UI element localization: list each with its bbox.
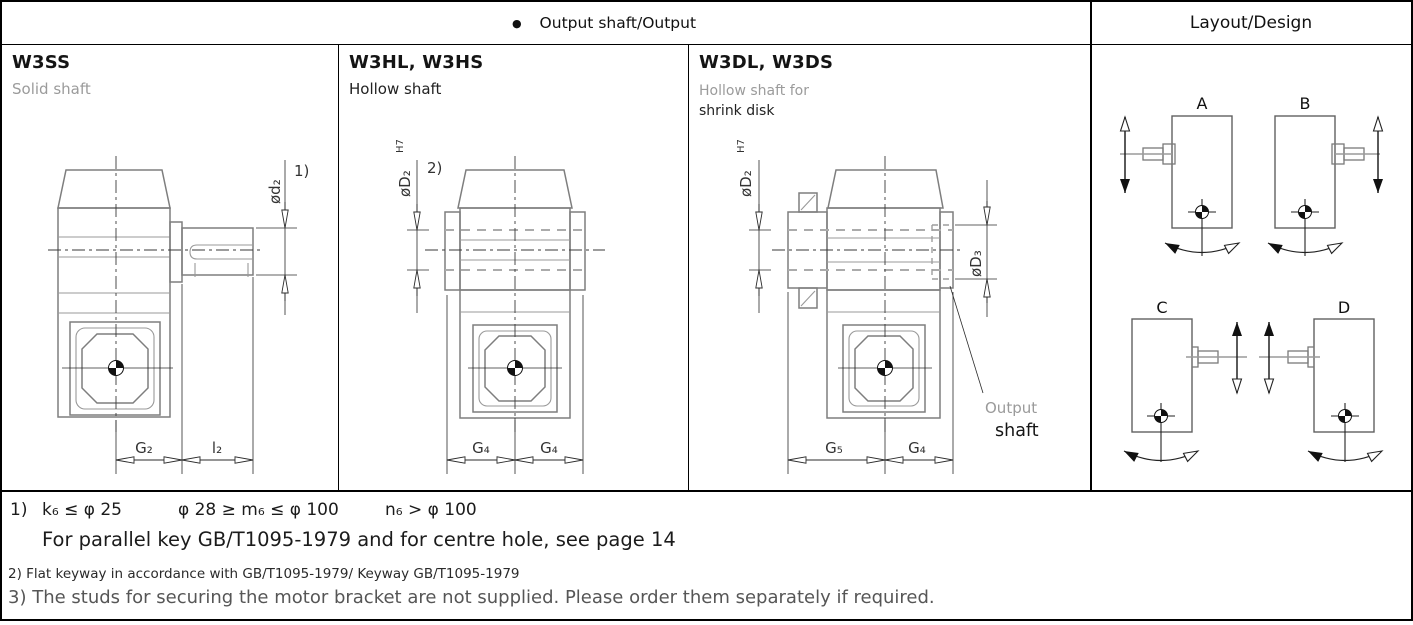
dim-label-D2: øD₂ bbox=[737, 170, 755, 197]
center-mark bbox=[877, 360, 893, 376]
bullet-icon: ● bbox=[511, 16, 522, 30]
fit-label-H7: H7 bbox=[395, 140, 406, 153]
border-right bbox=[1411, 0, 1413, 621]
dimension-lines bbox=[407, 160, 584, 474]
border-left bbox=[0, 0, 2, 621]
dim-label-D3: øD₃ bbox=[967, 250, 985, 277]
note2-text: 2) Flat keyway in accordance with GB/T10… bbox=[8, 566, 520, 582]
layout-b: B bbox=[1267, 94, 1384, 256]
dim-label-d2: ød₂ bbox=[266, 179, 284, 204]
border-main-bottom bbox=[0, 490, 1413, 492]
callout-shaft: shaft bbox=[995, 421, 1039, 441]
note1-expr2: φ 28 ≥ m₆ ≤ φ 100 bbox=[178, 500, 339, 520]
divider-col2-col3 bbox=[688, 45, 689, 490]
gearbox-body bbox=[57, 169, 171, 418]
center-mark bbox=[507, 360, 523, 376]
center-mark bbox=[108, 360, 124, 376]
header-output-title: Output shaft/Output bbox=[539, 14, 697, 32]
centerlines bbox=[772, 156, 962, 432]
gearbox-body bbox=[787, 169, 954, 419]
layout-design-panel: A B C bbox=[1119, 94, 1384, 463]
layout-d-label: D bbox=[1338, 298, 1350, 317]
divider-col1-col2 bbox=[338, 45, 339, 490]
centerlines bbox=[48, 156, 262, 432]
dim-label-g2: G₂ bbox=[135, 439, 153, 457]
header-layout-cell: Layout/Design bbox=[1090, 2, 1412, 44]
header-output-cell: ● Output shaft/Output bbox=[0, 2, 1090, 44]
note1-text: For parallel key GB/T1095-1979 and for c… bbox=[42, 528, 676, 551]
layout-a-label: A bbox=[1197, 94, 1208, 113]
subtitle-w3dl-1: Hollow shaft for bbox=[699, 83, 809, 99]
layout-c: C bbox=[1123, 298, 1247, 463]
dimension-lines bbox=[115, 160, 297, 474]
layout-b-label: B bbox=[1300, 94, 1311, 113]
dim-label-g4: G₄ bbox=[908, 439, 926, 457]
dim-label-g4-right: G₄ bbox=[540, 439, 558, 457]
hollow-bore-hidden-lines bbox=[788, 224, 953, 280]
w3ss-solid-shaft-drawing: ød₂ 1) G₂ l₂ bbox=[48, 156, 309, 474]
note3-text: 3) The studs for securing the motor brac… bbox=[8, 587, 935, 608]
dim-label-g4-left: G₄ bbox=[472, 439, 490, 457]
centerlines bbox=[425, 156, 605, 432]
dimension-lines bbox=[749, 160, 997, 474]
subtitle-w3dl-2: shrink disk bbox=[699, 103, 775, 119]
callout-output: Output bbox=[985, 399, 1038, 417]
divider-layout bbox=[1090, 2, 1092, 490]
layout-a: A bbox=[1119, 94, 1241, 256]
fit-label-H7: H7 bbox=[736, 140, 747, 153]
model-w3ss: W3SS bbox=[12, 52, 71, 73]
dim-label-l2: l₂ bbox=[212, 439, 222, 457]
model-w3hl: W3HL, W3HS bbox=[349, 52, 484, 73]
w3hl-hollow-shaft-drawing: øD₂ H7 2) G₄ G₄ bbox=[395, 140, 605, 474]
border-header-bottom bbox=[0, 44, 1413, 45]
solid-shaft bbox=[169, 221, 254, 283]
note1-ref: 1) bbox=[10, 500, 28, 520]
layout-d: D bbox=[1259, 298, 1384, 463]
w3dl-shrink-disk-drawing: øD₂ H7 øD₃ G₅ G₄ bbox=[736, 140, 997, 474]
note-ref-2: 2) bbox=[427, 159, 442, 177]
note-ref-1: 1) bbox=[294, 162, 309, 180]
dim-label-D2: øD₂ bbox=[396, 170, 414, 197]
note1-expr3: n₆ > φ 100 bbox=[385, 500, 477, 520]
border-top bbox=[0, 0, 1413, 2]
border-bottom bbox=[0, 619, 1413, 621]
note1-expr1: k₆ ≤ φ 25 bbox=[42, 500, 122, 520]
subtitle-w3ss: Solid shaft bbox=[12, 80, 91, 98]
model-w3dl: W3DL, W3DS bbox=[699, 52, 834, 73]
subtitle-w3hl: Hollow shaft bbox=[349, 80, 442, 98]
header-layout-title: Layout/Design bbox=[1189, 13, 1313, 33]
dim-label-g5: G₅ bbox=[825, 439, 843, 457]
layout-c-label: C bbox=[1156, 298, 1167, 317]
